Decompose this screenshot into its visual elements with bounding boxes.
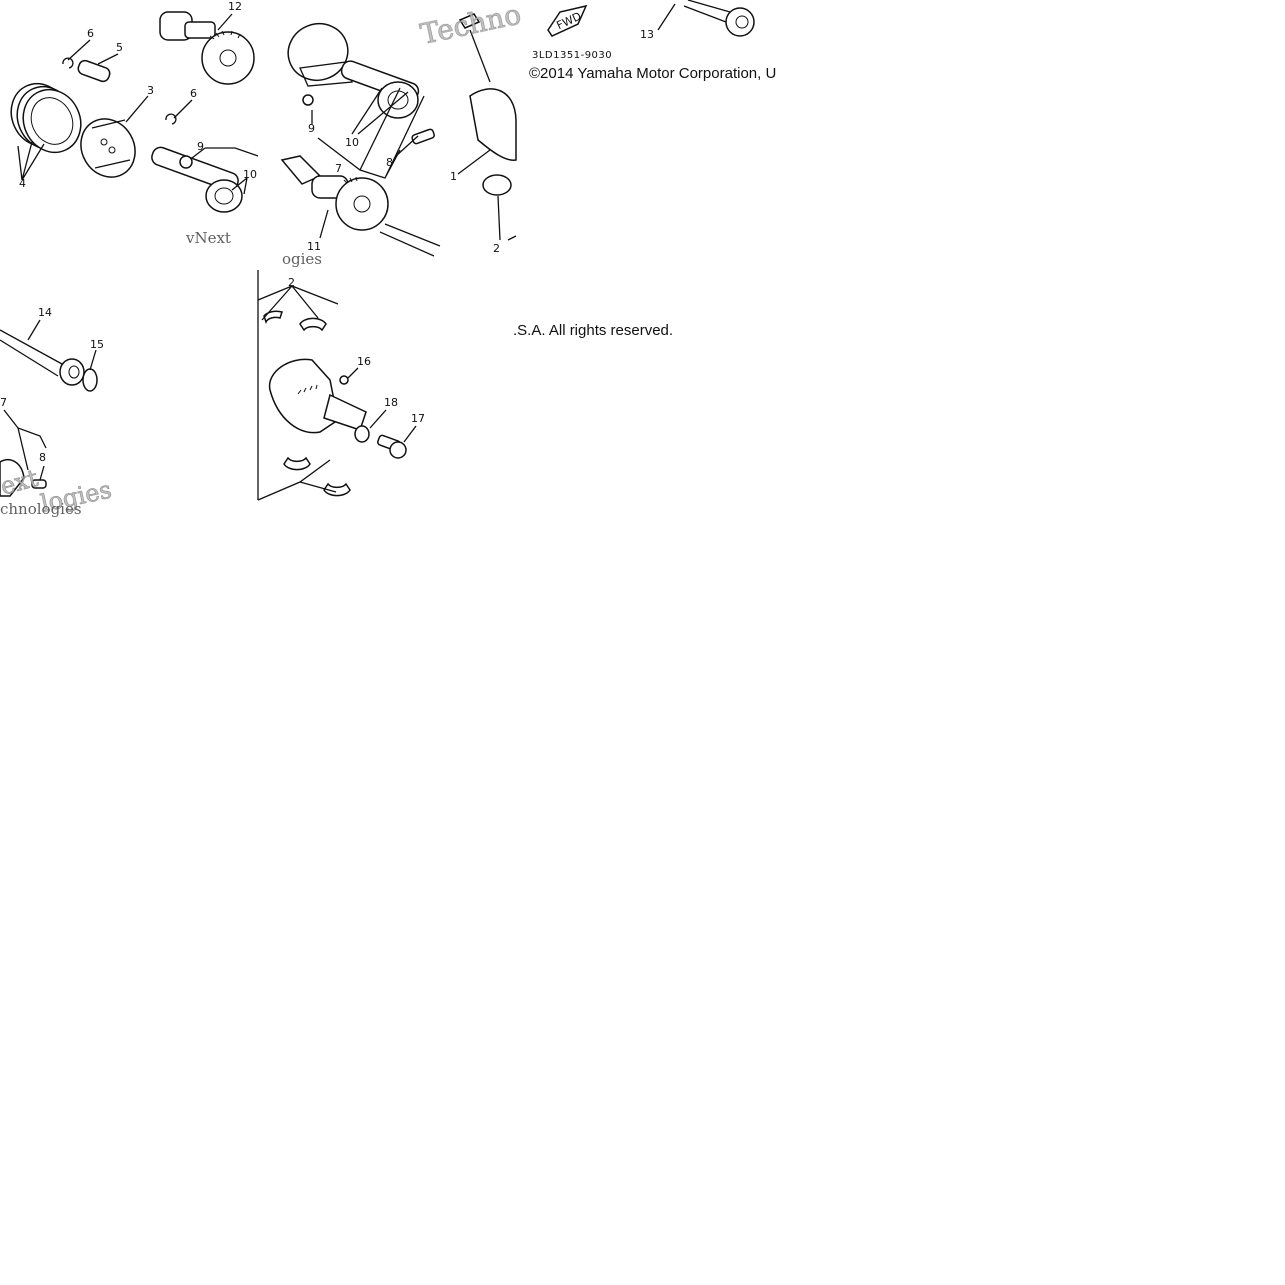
crankshaft-e bbox=[268, 358, 407, 459]
callout-10-b: 10 bbox=[345, 136, 359, 149]
callout-16: 16 bbox=[357, 355, 371, 368]
callout-9: 9 bbox=[197, 140, 204, 153]
piston-b bbox=[287, 23, 353, 87]
callout-4: 4 bbox=[19, 177, 26, 190]
copyright-line-2: .S.A. All rights reserved. bbox=[513, 322, 673, 339]
connecting-rod bbox=[151, 146, 243, 213]
balancer-shaft-c bbox=[657, 0, 755, 37]
crank-web-b bbox=[458, 13, 517, 196]
watermark-techno: Techno bbox=[418, 0, 524, 51]
callout-12: 12 bbox=[228, 0, 242, 13]
callout-14: 14 bbox=[38, 306, 52, 319]
callout-7-d: 7 bbox=[0, 396, 7, 409]
callout-15: 15 bbox=[90, 338, 104, 351]
piston-ring-set bbox=[10, 82, 82, 154]
piston-pin bbox=[77, 59, 111, 83]
callout-3: 3 bbox=[147, 84, 154, 97]
piston bbox=[80, 118, 136, 178]
watermark: Techno vNext ogies ext logies chnologies bbox=[0, 0, 524, 518]
leader-lines-e bbox=[257, 270, 417, 501]
watermark-ogies: ogies bbox=[282, 250, 322, 268]
callout-6b: 6 bbox=[190, 87, 197, 100]
callout-numbers: 6 5 12 3 6 9 10 4 9 10 7 8 1 11 2 13 14 … bbox=[0, 0, 654, 464]
callout-9-b: 9 bbox=[308, 122, 315, 135]
diagram-code: 3LD1351-9030 bbox=[532, 50, 612, 61]
callout-7-b: 7 bbox=[335, 162, 342, 175]
callout-1: 1 bbox=[450, 170, 457, 183]
callout-10: 10 bbox=[243, 168, 257, 181]
callout-8-b: 8 bbox=[386, 156, 393, 169]
leader-lines-a bbox=[17, 13, 259, 195]
callout-11: 11 bbox=[307, 240, 321, 253]
callout-5: 5 bbox=[116, 41, 123, 54]
callout-8-d: 8 bbox=[39, 451, 46, 464]
fwd-arrow bbox=[547, 4, 588, 37]
watermark-chnologies: chnologies bbox=[0, 500, 82, 518]
crankshaft-b bbox=[280, 155, 441, 257]
circlip bbox=[62, 57, 177, 125]
callout-13: 13 bbox=[640, 28, 654, 41]
bearing-shells-e bbox=[263, 310, 351, 497]
callout-6: 6 bbox=[87, 27, 94, 40]
watermark-vnext: vNext bbox=[185, 229, 231, 247]
crankshaft-upper-left bbox=[159, 11, 255, 85]
copyright-line-1: ©2014 Yamaha Motor Corporation, U bbox=[529, 65, 776, 82]
callout-18: 18 bbox=[384, 396, 398, 409]
balancer-shaft-d bbox=[0, 319, 98, 392]
callout-2: 2 bbox=[493, 242, 500, 255]
conrod-fragment-d bbox=[0, 409, 47, 497]
callout-2-e: 2 bbox=[288, 276, 295, 289]
callout-17: 17 bbox=[411, 412, 425, 425]
leader-lines-b bbox=[311, 29, 517, 241]
